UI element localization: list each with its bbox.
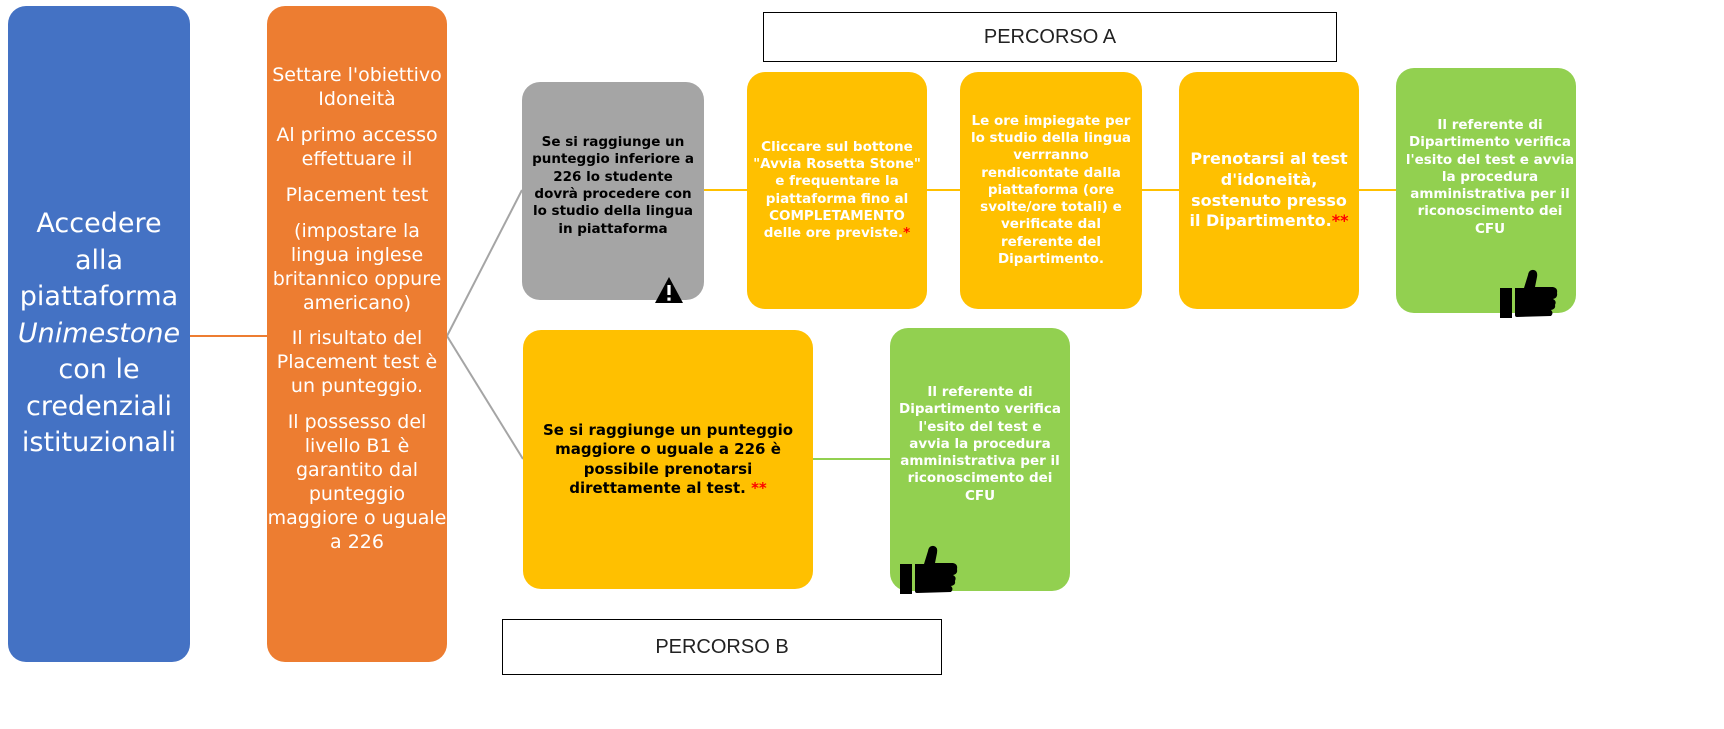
hours-report-text: Le ore impiegate per lo studio della lin… [970, 112, 1132, 267]
referent-verification-box-b: Il referente di Dipartimento verifica l'… [890, 328, 1070, 591]
access-platform-box: Accedere alla piattaforma Unimestone con… [8, 6, 190, 662]
lower-score-text: Se si raggiunge un punteggio inferiore a… [532, 134, 694, 237]
book-test-text: Prenotarsi al test d'idoneità, sostenuto… [1189, 148, 1348, 231]
rosetta-stone-box: Cliccare sul bottone "Avvia Rosetta Ston… [747, 72, 927, 309]
path-a-label: PERCORSO A [763, 12, 1337, 62]
placement-b1-note: Il possesso del livello B1 è garantito d… [267, 411, 447, 553]
access-line-6: credenziali [25, 390, 173, 422]
referent-verification-box-a: Il referente di Dipartimento verifica l'… [1396, 68, 1576, 313]
access-line-7: istituzionali [21, 427, 177, 459]
higher-score-box: Se si raggiunge un punteggio maggiore o … [523, 330, 813, 589]
placement-first-access: Al primo accesso effettuare il [276, 123, 438, 170]
placement-test-label: Placement test [285, 183, 429, 206]
hours-report-box: Le ore impiegate per lo studio della lin… [960, 72, 1142, 309]
rosetta-asterisk: * [903, 225, 911, 242]
higher-score-asterisks: ** [751, 479, 767, 497]
placement-objective: Settare l'obiettivo Idoneità [272, 64, 442, 110]
referent-text-b: Il referente di Dipartimento verifica l'… [899, 384, 1061, 504]
warning-icon [655, 277, 683, 303]
rosetta-text: Cliccare sul bottone "Avvia Rosetta Ston… [753, 138, 921, 242]
thumbs-up-icon [900, 545, 958, 594]
placement-result-note: Il risultato del Placement test è un pun… [276, 327, 438, 398]
access-line-2: alla [74, 244, 124, 276]
access-platform-name: Unimestone [17, 317, 181, 349]
access-line-5: con le [58, 354, 140, 386]
lower-score-box: Se si raggiunge un punteggio inferiore a… [522, 82, 704, 300]
higher-score-text: Se si raggiunge un punteggio maggiore o … [542, 420, 794, 498]
access-line-3: piattaforma [19, 281, 179, 313]
book-test-box: Prenotarsi al test d'idoneità, sostenuto… [1179, 72, 1359, 309]
connector-branch-b [446, 335, 524, 460]
path-b-label: PERCORSO B [502, 619, 942, 675]
referent-text-a: Il referente di Dipartimento verifica l'… [1405, 117, 1575, 237]
thumbs-up-icon [1500, 269, 1558, 318]
placement-language-note: (impostare la lingua inglese britannico … [272, 219, 442, 314]
placement-test-box: Settare l'obiettivo Idoneità Al primo ac… [267, 6, 447, 662]
access-line-1: Accedere [36, 208, 162, 240]
book-test-asterisks: ** [1331, 211, 1349, 231]
connector-branch-a [446, 189, 523, 337]
